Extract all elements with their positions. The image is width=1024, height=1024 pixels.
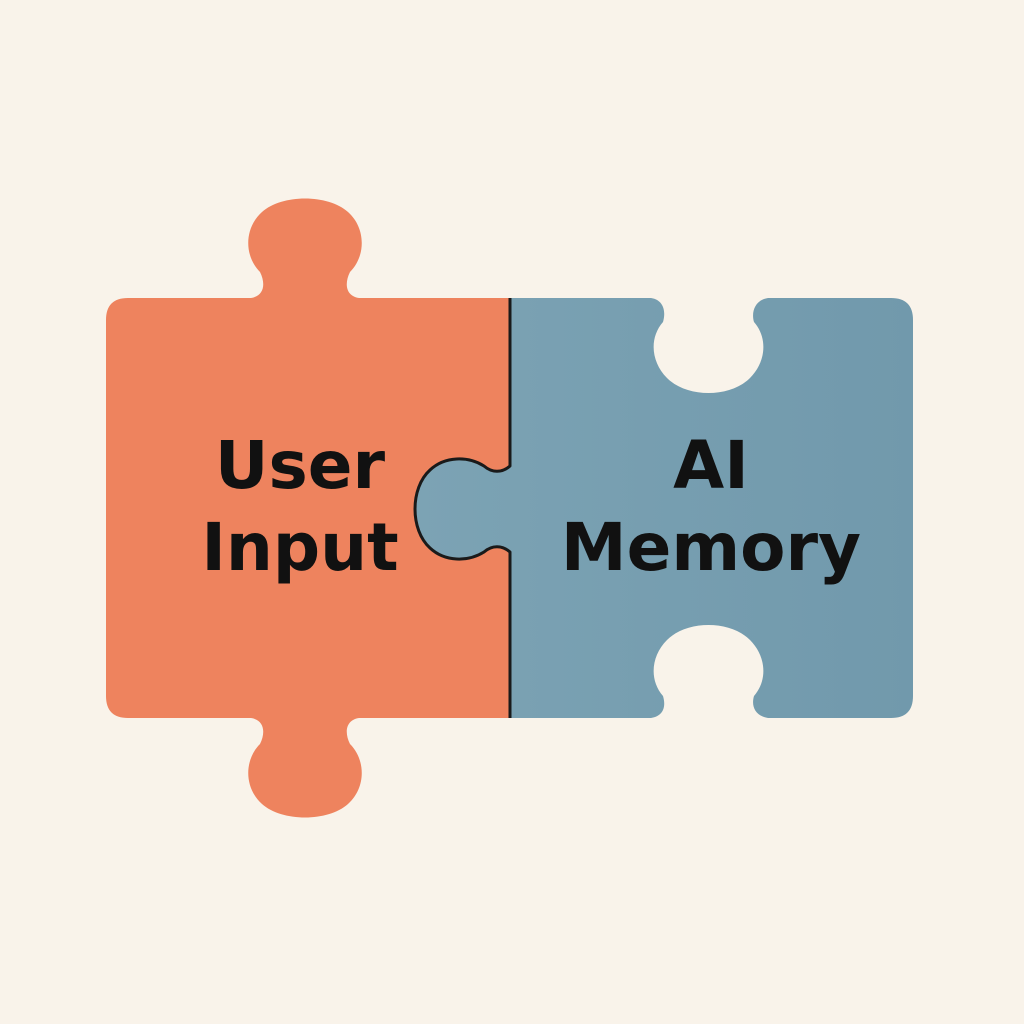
right-piece-label-line1: AI	[673, 427, 749, 504]
right-piece-label-line2: Memory	[561, 509, 861, 586]
left-piece-label-line2: Input	[201, 509, 398, 586]
left-piece-label-line1: User	[215, 427, 386, 504]
